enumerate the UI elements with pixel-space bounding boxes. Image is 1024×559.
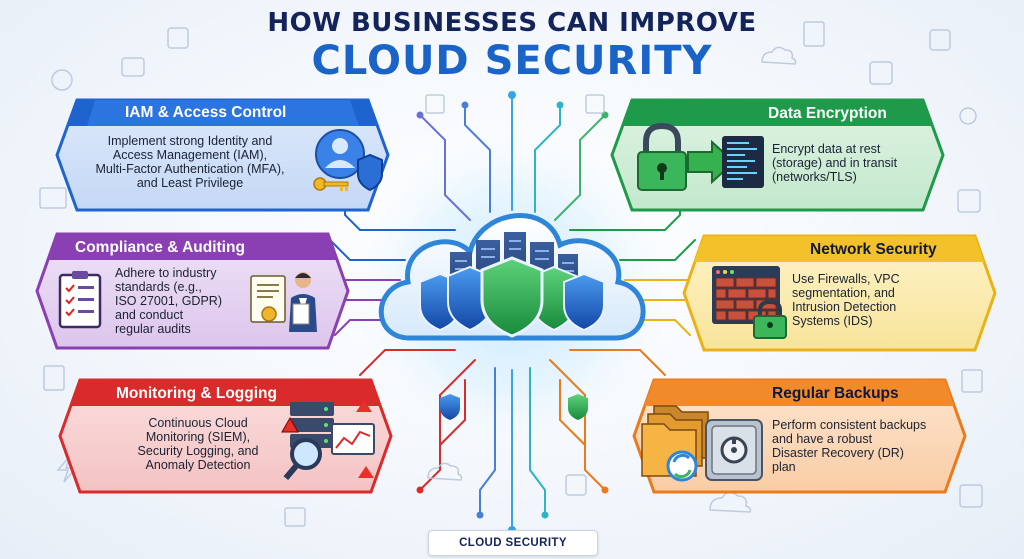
card-iam-access-control: IAM & Access Control Implement strong Id… <box>55 98 390 212</box>
card-body-line: Access Management (IAM), <box>112 148 268 162</box>
user-key-shield-icon <box>313 129 383 192</box>
card-title: Regular Backups <box>772 385 899 402</box>
card-body-line: Continuous Cloud <box>148 416 248 430</box>
card-body-line: (storage) and in transit <box>772 156 898 170</box>
card-data-encryption: Data Encryption Encrypt data at rest (st… <box>610 98 945 212</box>
card-body-line: ISO 27001, GDPR) <box>115 294 222 308</box>
card-title: Monitoring & Logging <box>116 385 277 402</box>
card-body-line: segmentation, and <box>792 286 895 300</box>
card-network-security: Network Security Use Firewalls, VPC segm… <box>682 234 997 352</box>
title-line-1: HOW BUSINESSES CAN IMPROVE <box>267 8 757 38</box>
card-body: Continuous Cloud Monitoring (SIEM), Secu… <box>98 416 298 472</box>
padlock-data-arrow-icon <box>637 122 764 191</box>
card-monitoring-logging: Monitoring & Logging Continuous Cloud Mo… <box>58 378 393 494</box>
card-title: Compliance & Auditing <box>75 239 245 256</box>
card-body: Adhere to industry standards (e.g., ISO … <box>115 266 255 336</box>
server-magnifier-alert-icon <box>281 400 375 481</box>
card-title: IAM & Access Control <box>125 104 287 121</box>
card-body-line: Systems (IDS) <box>792 314 873 328</box>
card-body-line: Encrypt data at rest <box>772 142 881 156</box>
card-body: Use Firewalls, VPC segmentation, and Int… <box>792 272 942 328</box>
card-body: Perform consistent backups and have a ro… <box>772 418 957 474</box>
card-body-line: Disaster Recovery (DR) <box>772 446 904 460</box>
card-regular-backups: Regular Backups Perform consistent backu… <box>632 378 967 494</box>
title-line-2: CLOUD SECURITY <box>311 38 713 84</box>
checklist-icon <box>58 271 102 329</box>
card-body-line: Perform consistent backups <box>772 418 927 432</box>
card-body-line: Implement strong Identity and <box>107 134 273 148</box>
card-body-line: Adhere to industry <box>115 266 217 280</box>
card-title: Data Encryption <box>768 105 887 122</box>
card-body-line: Multi-Factor Authentication (MFA), <box>95 162 285 176</box>
card-body: Implement strong Identity and Access Man… <box>75 134 305 190</box>
card-body-line: Security Logging, and <box>137 444 259 458</box>
footer-label: CLOUD SECURITY <box>428 530 598 556</box>
firewall-lock-icon <box>712 266 787 339</box>
card-body-line: plan <box>772 460 796 474</box>
auditor-certificate-icon <box>250 272 317 332</box>
central-cloud <box>378 213 646 341</box>
card-body-line: Monitoring (SIEM), <box>145 430 251 444</box>
card-body-line: (networks/TLS) <box>772 170 857 184</box>
card-body-line: regular audits <box>115 322 191 336</box>
card-body-line: Anomaly Detection <box>145 458 251 472</box>
card-body-line: standards (e.g., <box>115 280 202 294</box>
card-body: Encrypt data at rest (storage) and in tr… <box>772 142 932 184</box>
card-body-line: and Least Privilege <box>136 176 244 190</box>
card-compliance-auditing: Compliance & Auditing Adhere to industry… <box>35 232 350 350</box>
card-body-line: and conduct <box>115 308 184 322</box>
card-title: Network Security <box>810 241 937 258</box>
folders-vault-icon <box>641 405 763 482</box>
card-body-line: and have a robust <box>772 432 873 446</box>
card-body-line: Intrusion Detection <box>792 300 897 314</box>
card-body-line: Use Firewalls, VPC <box>792 272 900 286</box>
